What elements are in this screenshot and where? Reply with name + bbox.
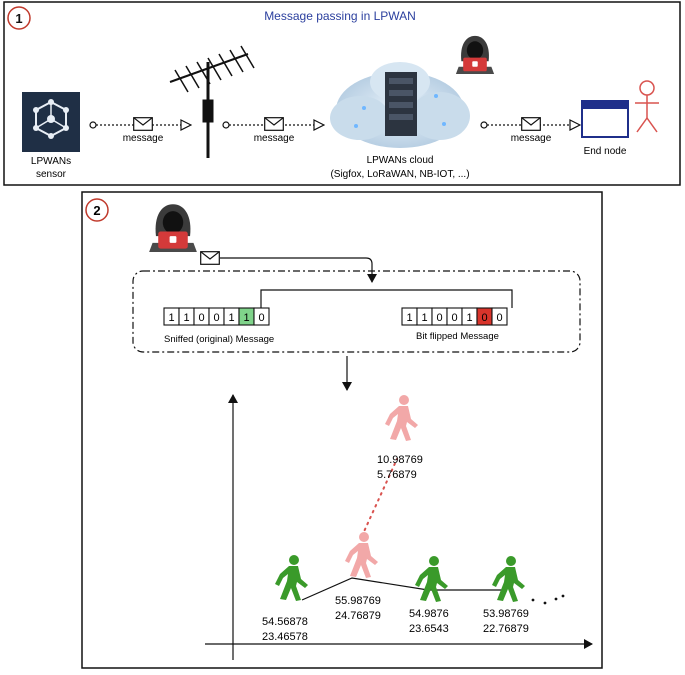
point-1-line1: 54.56878 xyxy=(262,616,308,628)
sniffed-bit-value: 0 xyxy=(258,312,264,324)
flipped-message-label: Bit flipped Message xyxy=(416,331,499,342)
flipped-bit-value: 0 xyxy=(481,312,487,324)
lpwan-sensor-icon xyxy=(22,92,80,152)
point-4-line2: 22.76879 xyxy=(483,623,529,635)
flipped-bit-value: 1 xyxy=(421,312,427,324)
panel-1-title: Message passing in LPWAN xyxy=(264,9,416,23)
sniffed-bit-value: 1 xyxy=(228,312,234,324)
point-5-line2: 5.76879 xyxy=(377,469,417,481)
panel-1-frame xyxy=(3,1,681,186)
connector-antenna-cloud xyxy=(222,117,323,131)
flipped-bit-value: 0 xyxy=(436,312,442,324)
message-label-3: message xyxy=(511,133,552,144)
sensor-label-line1: LPWANs xyxy=(31,156,71,167)
bit-flip-box xyxy=(132,270,581,353)
trajectory-path xyxy=(301,577,506,601)
cloud-label-line2: (Sigfox, LoRaWAN, NB-IOT, ...) xyxy=(330,169,469,180)
cloud-label-line1: LPWANs cloud xyxy=(367,155,434,166)
message-label-2: message xyxy=(254,133,295,144)
message-envelope-icon xyxy=(264,117,284,131)
point-1-line2: 23.46578 xyxy=(262,631,308,643)
panel-2-badge-circle xyxy=(85,198,109,222)
sniffed-message-label: Sniffed (original) Message xyxy=(164,334,274,345)
sniffed-bit-value: 1 xyxy=(183,312,189,324)
connector-sensor-antenna xyxy=(89,117,190,131)
end-node-actor-icon xyxy=(635,80,659,133)
message-label-1: message xyxy=(123,133,164,144)
point-4-line1: 53.98769 xyxy=(483,608,529,620)
sniffed-bit-value: 0 xyxy=(198,312,204,324)
end-node-window-icon xyxy=(581,100,629,138)
point-3-line2: 23.6543 xyxy=(409,623,449,635)
flipped-bit-cell xyxy=(491,307,508,326)
lpwan-cloud-icon xyxy=(330,62,470,148)
end-node-label: End node xyxy=(584,146,627,157)
sniff-arrow xyxy=(220,257,377,283)
message-envelope-icon xyxy=(133,117,153,131)
panel-1-badge-circle xyxy=(7,6,31,30)
point-3-line1: 54.9876 xyxy=(409,608,449,620)
panel-1-badge: 1 xyxy=(15,11,22,26)
sniffed-envelope-icon xyxy=(200,251,220,265)
point-2-line1: 55.98769 xyxy=(335,595,381,607)
sniffed-bit-cell xyxy=(253,307,270,326)
point-2-line2: 24.76879 xyxy=(335,610,381,622)
bit-flip-bracket xyxy=(260,289,513,308)
flipped-bit-value: 1 xyxy=(406,312,412,324)
continuation-dots xyxy=(531,594,565,605)
point-5-line1: 10.98769 xyxy=(377,454,423,466)
sniffed-bit-value: 1 xyxy=(168,312,174,324)
flipped-bit-value: 0 xyxy=(451,312,457,324)
antenna-tower-icon xyxy=(169,45,255,158)
sensor-label-line2: sensor xyxy=(36,169,67,180)
panel-1: 1 Message passing in LPWAN LPWANs sensor… xyxy=(3,1,681,186)
flipped-bit-value: 0 xyxy=(496,312,502,324)
flipped-bit-value: 1 xyxy=(466,312,472,324)
spoofed-trajectory xyxy=(361,458,398,537)
panel-2-badge: 2 xyxy=(93,203,100,218)
sniffed-bit-value: 0 xyxy=(213,312,219,324)
connector-cloud-endnode xyxy=(480,117,579,131)
message-envelope-icon xyxy=(521,117,541,131)
sniffed-bit-value: 1 xyxy=(243,312,249,324)
